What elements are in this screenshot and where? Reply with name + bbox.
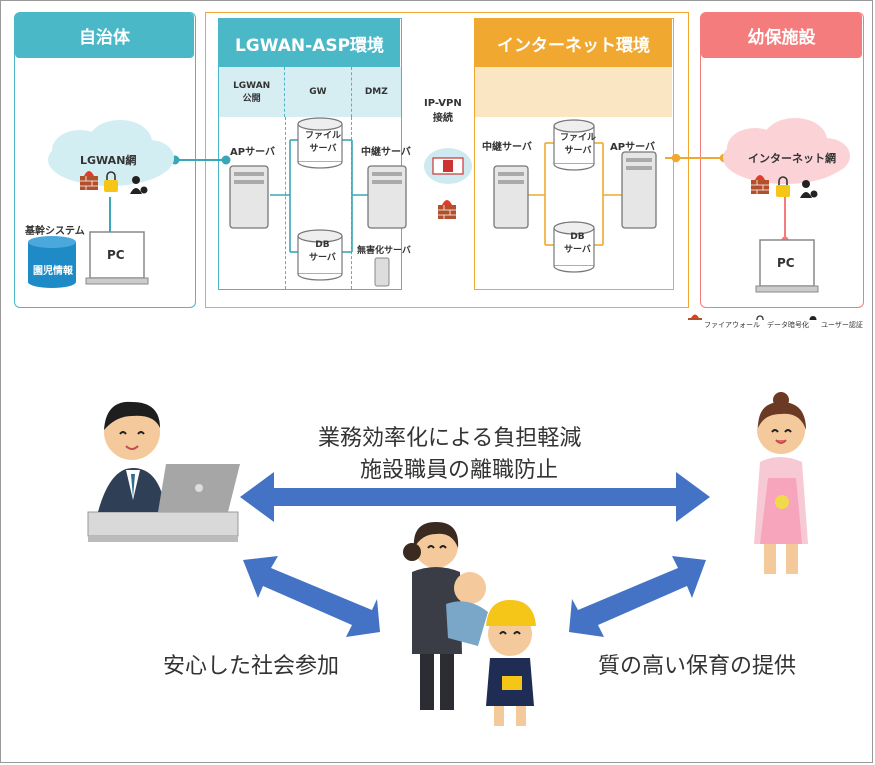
zone-municipality: 自治体 [14, 12, 196, 308]
child-info-label: 園児情報 [33, 266, 73, 277]
db-server-right-label: DB サーバ [564, 232, 591, 255]
benefit-left-text: 安心した社会参加 [163, 654, 340, 679]
database-icon [28, 236, 76, 288]
zone-facility-header: 幼保施設 [701, 13, 862, 58]
db-server-cylinder [297, 229, 343, 281]
firewall-icon [438, 200, 456, 219]
db-server-cylinder [553, 221, 595, 273]
ipvpn-label: IP-VPN 接続 [424, 98, 462, 124]
pc-monitor-left [85, 231, 149, 285]
legend-firewall-icon [688, 314, 702, 320]
lock-icon [776, 176, 790, 197]
double-arrow-right-diagonal [569, 556, 706, 637]
file-server-left-label: ファイル サーバ [305, 131, 342, 154]
legend-user-icon [809, 316, 817, 320]
relay-server-right-label: 中継サーバ [482, 142, 532, 153]
internet-header-strip [475, 67, 672, 117]
connection-lines [170, 155, 231, 165]
file-server-right-label: ファイル サーバ [560, 133, 597, 156]
benefit-top-line1: 業務効率化による負担軽減 [318, 426, 582, 451]
zone-facility: 幼保施設 [700, 12, 864, 308]
server-tower-icon [493, 165, 529, 229]
lgwan-dashed-divider-1 [285, 117, 286, 289]
zone-internet: インターネット環境 [474, 18, 674, 290]
db-server-left-label: DB サーバ [309, 240, 336, 263]
server-tower-icon [367, 165, 407, 229]
zone-lgwan: LGWAN-ASP環境 [218, 18, 402, 290]
zone-municipality-title: 自治体 [79, 28, 130, 48]
server-tower-icon [621, 151, 657, 229]
ap-server-right-label: APサーバ [610, 142, 655, 153]
childcare-worker-illustration [754, 392, 808, 574]
lgwan-col-public: LGWAN 公開 [219, 67, 286, 117]
legend-user-auth-label: ユーザー認証 [821, 321, 863, 329]
server-tower-icon [229, 165, 269, 229]
double-arrow-left-diagonal [243, 556, 380, 637]
zone-lgwan-header: LGWAN-ASP環境 [219, 19, 400, 67]
legend-firewall-label: ファイアウォール [704, 321, 760, 329]
zone-lgwan-title: LGWAN-ASP環境 [234, 35, 385, 56]
relay-server-left-label: 中継サーバ [361, 147, 411, 158]
vpn-tunnel-icon [424, 148, 472, 184]
lgwan-col-gw: GW [285, 67, 352, 117]
ap-server-left-label: APサーバ [230, 147, 275, 158]
legend-encryption-label: データ暗号化 [767, 321, 809, 329]
pc-monitor-right [755, 239, 819, 293]
lock-icon [104, 171, 118, 192]
bottom-illustration [87, 392, 808, 726]
network-diagram [28, 117, 850, 320]
parent-with-children-illustration [403, 522, 536, 726]
lgwan-column-header-row: LGWAN 公開 GW DMZ [219, 67, 401, 117]
benefit-top-line2: 施設職員の離職防止 [360, 458, 559, 483]
internet-cloud-icon [723, 118, 850, 184]
file-server-cylinder [297, 117, 343, 169]
zone-municipality-header: 自治体 [15, 13, 194, 58]
legend-lock-icon [756, 315, 764, 320]
zone-internet-title: インターネット環境 [497, 35, 650, 56]
harmless-server-label: 無害化サーバ [357, 246, 411, 256]
pc-left-label: PC [107, 248, 125, 262]
internet-net-label: インターネット網 [748, 152, 836, 165]
firewall-icon [751, 175, 769, 194]
lgwan-col-dmz: DMZ [364, 87, 388, 97]
small-server-icon [374, 257, 390, 287]
pc-right-label: PC [777, 256, 795, 270]
user-auth-icon [800, 180, 818, 198]
firewall-icon [80, 171, 98, 190]
double-arrow-horizontal [240, 472, 710, 522]
benefit-right-text: 質の高い保育の提供 [598, 654, 797, 679]
user-auth-icon [130, 176, 148, 194]
file-server-cylinder [553, 119, 595, 171]
server-links [270, 139, 370, 253]
base-system-label: 基幹システム [25, 226, 85, 237]
lgwan-net-label: LGWAN網 [80, 154, 137, 167]
office-worker-illustration [87, 401, 240, 542]
zone-internet-header: インターネット環境 [475, 19, 672, 67]
lgwan-cloud-icon [48, 120, 174, 186]
zone-facility-title: 幼保施設 [747, 28, 816, 48]
